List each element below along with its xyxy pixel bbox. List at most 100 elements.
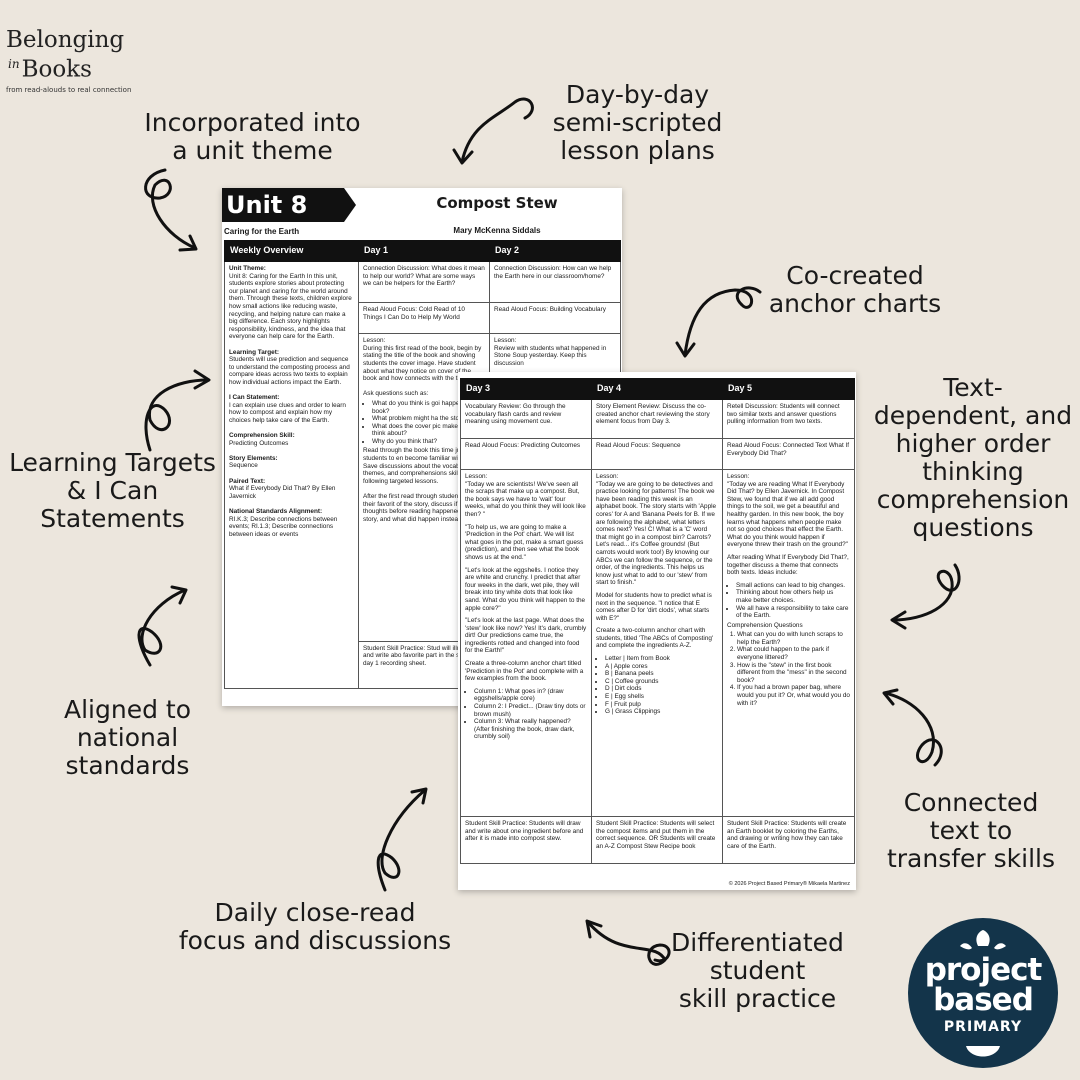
- list-item: Why do you think that?: [372, 438, 485, 446]
- day1-ask: Ask questions such as:: [363, 390, 429, 398]
- day5-review: Retell Discussion: Students will connect…: [722, 399, 855, 439]
- callout-standards: Aligned to national standards: [63, 695, 191, 780]
- copyright-footer: © 2026 Project Based Primary® Mikaela Ma…: [728, 881, 850, 887]
- list-item: What do you think is goi happen in this …: [372, 400, 485, 415]
- list-item: F | Fruit pulp: [605, 701, 718, 709]
- day5-focus: Read Aloud Focus: Connected Text What If…: [722, 438, 855, 470]
- learning-target-text: Students will use prediction and sequenc…: [229, 356, 350, 386]
- day1-lesson-text: Lesson: During this first read of the bo…: [363, 337, 482, 383]
- day2-focus: Read Aloud Focus: Building Vocabulary: [489, 302, 621, 335]
- day2-discussion: Connection Discussion: How can we help t…: [489, 260, 621, 304]
- unit-theme-subtitle: Caring for the Earth: [224, 227, 300, 236]
- list-item: Letter | Item from Book: [605, 655, 718, 663]
- brand-in: in: [8, 57, 20, 71]
- skill-label: Comprehension Skill:: [229, 432, 295, 440]
- logo-word-based: based: [933, 982, 1034, 1018]
- list-item: What could happen to the park if everyon…: [737, 646, 850, 661]
- arrow-skill-practice: [586, 920, 671, 966]
- list-item: How is the "stew" in the first book diff…: [737, 662, 850, 685]
- arrow-targets: [144, 378, 210, 452]
- book-author: Mary McKenna Siddals: [453, 226, 541, 235]
- day4-practice: Student Skill Practice: Students will se…: [591, 816, 723, 864]
- day5-lesson-p2: After reading What If Everybody Did That…: [727, 553, 849, 577]
- day3-lesson-p5: Create a three-column anchor chart title…: [465, 660, 584, 683]
- belonging-in-books-logo: Belonging inBooks from read-alouds to re…: [6, 28, 166, 94]
- elements-text: Sequence: [229, 462, 258, 470]
- overview-cell: Unit Theme: Unit 8: Caring for the Earth…: [224, 261, 359, 689]
- day1-discussion: Connection Discussion: What does it mean…: [358, 260, 490, 304]
- list-item: B | Banana peels: [605, 670, 718, 678]
- book-title: Compost Stew: [436, 194, 558, 212]
- brand-line2: Books: [21, 56, 92, 83]
- list-item: Small actions can lead to big changes.: [736, 582, 850, 590]
- ican-text: I can explain use clues and order to lea…: [229, 401, 346, 424]
- day3-lesson-p2: "To help us, we are going to make a 'Pre…: [465, 523, 584, 561]
- header-day2: Day 2: [489, 240, 621, 262]
- arrow-lesson-plans: [460, 97, 534, 164]
- list-item: Column 1: What goes in? (draw eggshells/…: [474, 688, 587, 703]
- arrow-unit-theme: [144, 168, 197, 250]
- project-based-primary-logo: project based PRIMARY: [908, 918, 1058, 1068]
- callout-anchor-charts: Co-created anchor charts: [768, 261, 942, 318]
- list-item: C | Coffee grounds: [605, 678, 718, 686]
- list-item: E | Egg shells: [605, 693, 718, 701]
- callout-skill-practice: Differentiated student skill practice: [671, 928, 844, 1013]
- standards-text: RI.K.3; Describe connections between eve…: [229, 515, 338, 538]
- leaf-icon: [960, 930, 1006, 1057]
- days-table: Day 3 Day 4 Day 5 Vocabulary Review: Go …: [460, 378, 855, 864]
- standards-label: National Standards Alignment:: [229, 508, 323, 515]
- day3-practice: Student Skill Practice: Students will dr…: [460, 816, 592, 864]
- arrow-standards: [137, 588, 187, 667]
- logo-word-project: project: [924, 952, 1043, 988]
- day3-review: Vocabulary Review: Go through the vocabu…: [460, 399, 592, 439]
- day5-lesson-p1: Lesson: "Today we are reading What If Ev…: [727, 473, 848, 549]
- day4-lesson-p1: Lesson: "Today we are going to be detect…: [596, 473, 717, 587]
- callout-unit-theme: Incorporated into a unit theme: [144, 108, 361, 165]
- brand-title: Belonging inBooks: [6, 28, 166, 82]
- arrow-questions: [891, 563, 961, 622]
- header-day1: Day 1: [358, 240, 490, 262]
- list-item: What does the cover pic make you think a…: [372, 423, 485, 438]
- list-item: Thinking about how others help us make b…: [736, 589, 850, 604]
- header-day5: Day 5: [722, 378, 855, 400]
- day3-focus: Read Aloud Focus: Predicting Outcomes: [460, 438, 592, 470]
- day4-focus: Read Aloud Focus: Sequence: [591, 438, 723, 470]
- callout-questions: Text- dependent, and higher order thinki…: [873, 373, 1073, 542]
- comprehension-questions-label: Comprehension Questions: [727, 621, 803, 629]
- brand-tagline: from read-alouds to real connection: [6, 85, 132, 94]
- day4-lesson: Lesson: "Today we are going to be detect…: [591, 469, 723, 817]
- list-item: G | Grass Clippings: [605, 708, 718, 716]
- learning-target-label: Learning Target:: [229, 348, 279, 356]
- header-day3: Day 3: [460, 378, 592, 400]
- callout-connected: Connected text to transfer skills: [886, 788, 1056, 873]
- skill-text: Predicting Outcomes: [229, 439, 289, 447]
- list-item: Column 3: What really happened? (After f…: [474, 718, 587, 741]
- day5-lesson: Lesson: "Today we are reading What If Ev…: [722, 469, 855, 817]
- day4-lesson-p3: Create a two-column anchor chart with st…: [596, 627, 714, 650]
- list-item: A | Apple cores: [605, 663, 718, 671]
- header-overview: Weekly Overview: [224, 240, 359, 262]
- list-item: What can you do with lunch scraps to hel…: [737, 631, 850, 646]
- ican-label: I Can Statement:: [229, 394, 280, 402]
- unit-theme-text: Unit 8: Caring for the Earth In this uni…: [229, 272, 352, 341]
- brand-line1: Belonging: [6, 27, 125, 53]
- logo-word-primary: PRIMARY: [943, 1019, 1023, 1035]
- day3-lesson-p1: Lesson: "Today we are scientists! We've …: [465, 473, 586, 518]
- day4-lesson-p2: Model for students how to predict what i…: [596, 591, 712, 622]
- list-item: Column 2: I Predict... (Draw tiny dots o…: [474, 703, 587, 718]
- arrow-close-read: [376, 788, 427, 892]
- callout-close-read: Daily close-read focus and discussions: [178, 898, 452, 955]
- lesson-plan-page-2: Day 3 Day 4 Day 5 Vocabulary Review: Go …: [458, 372, 856, 890]
- day3-lesson: Lesson: "Today we are scientists! We've …: [460, 469, 592, 817]
- day3-lesson-p3: "Let's look at the eggshells. I notice t…: [465, 566, 586, 612]
- list-item: We all have a responsibility to take car…: [736, 605, 850, 620]
- header-day4: Day 4: [591, 378, 723, 400]
- unit-banner: Unit 8: [222, 188, 356, 222]
- list-item: If you had a brown paper bag, where woul…: [737, 684, 850, 707]
- callout-targets: Learning Targets & I Can Statements: [9, 448, 216, 533]
- elements-label: Story Elements:: [229, 454, 278, 462]
- arrow-connected: [883, 691, 943, 767]
- unit-theme-label: Unit Theme:: [229, 265, 266, 272]
- day5-practice: Student Skill Practice: Students will cr…: [722, 816, 855, 864]
- day4-review: Story Element Review: Discuss the co-cre…: [591, 399, 723, 439]
